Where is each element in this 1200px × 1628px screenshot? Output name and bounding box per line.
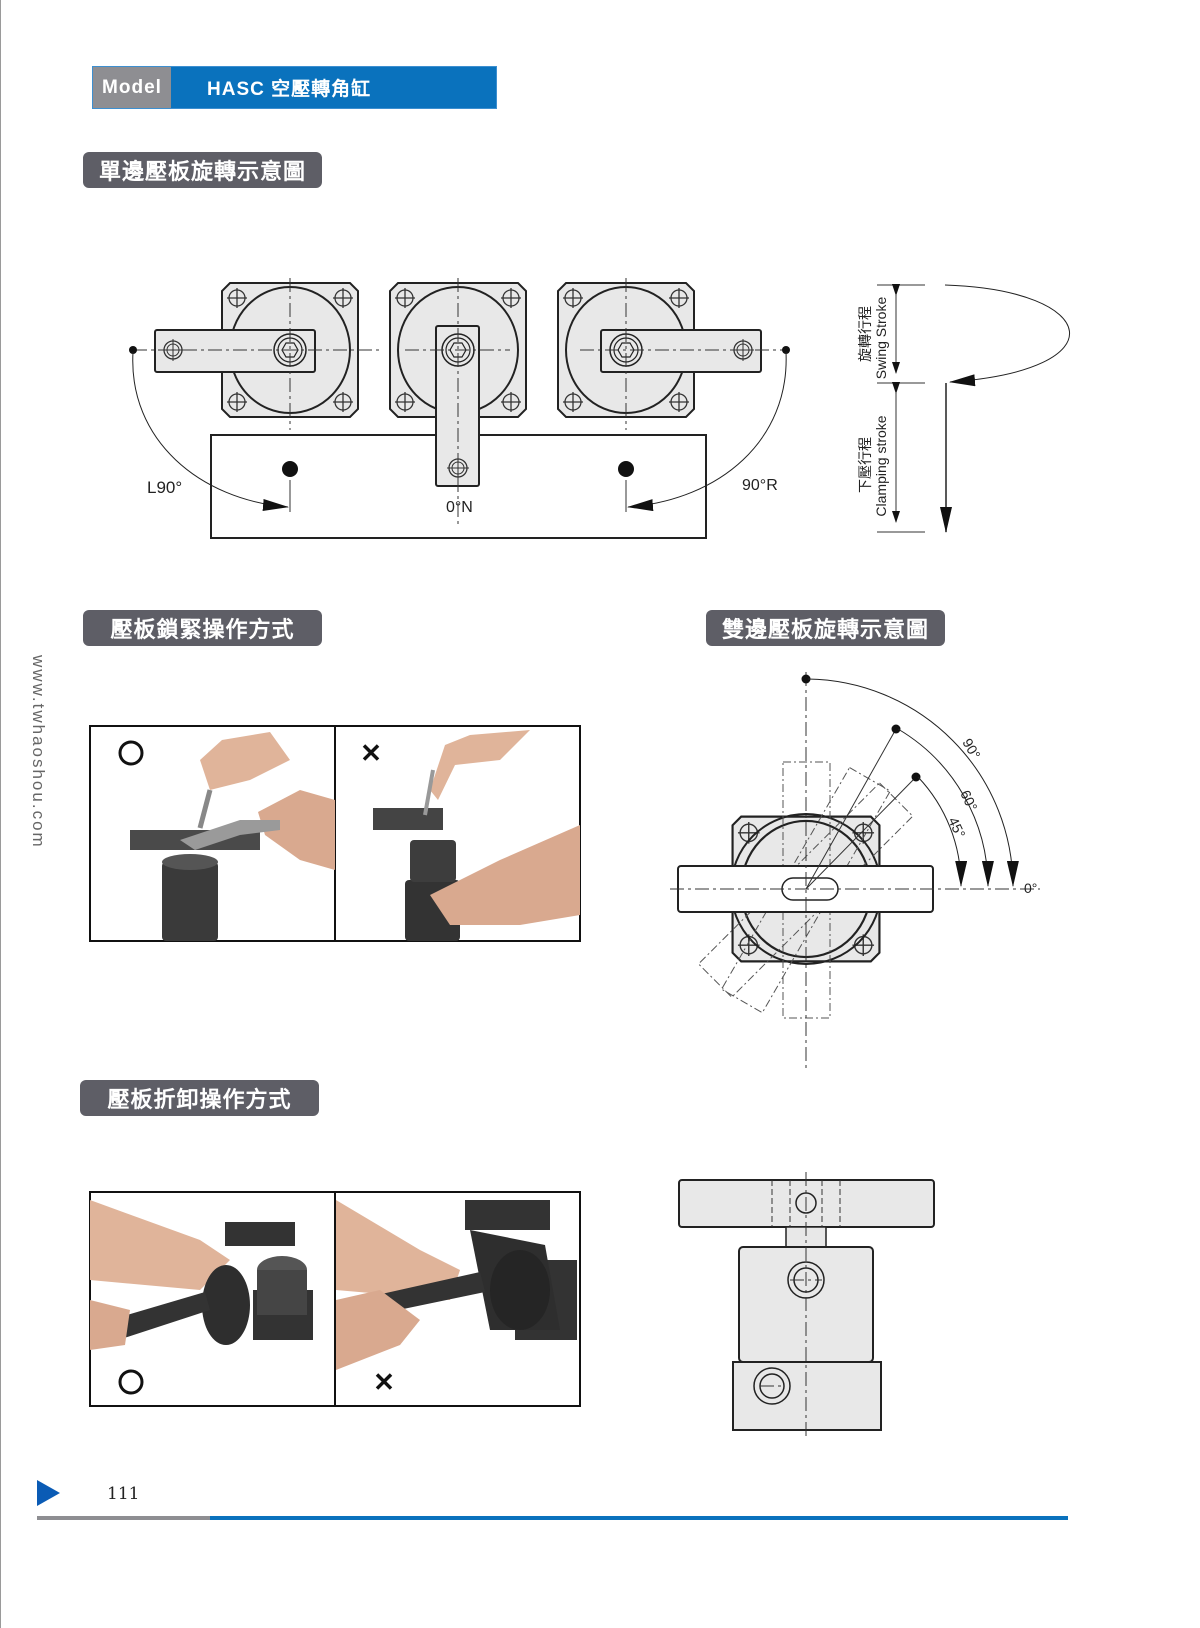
- side-view-diagram: [678, 1172, 935, 1436]
- section-label-single-rotation: 單邊壓板旋轉示意圖: [83, 152, 322, 188]
- photo-correct-lock: [130, 732, 335, 941]
- angle-0-label: 0°: [1024, 880, 1037, 896]
- removal-operation-photos: ○ ✕: [89, 1191, 581, 1407]
- model-title: HASC 空壓轉角缸: [207, 79, 372, 100]
- label-right-90: 90°R: [742, 477, 778, 494]
- removal-wrong-mark: ✕: [373, 1367, 395, 1397]
- double-rotation-diagram: 90° 60° 45° 0°: [670, 672, 1040, 1070]
- page-border: [0, 0, 1, 1628]
- clamping-stroke-en: Clamping stroke: [873, 415, 889, 516]
- section-label-double-rotation: 雙邊壓板旋轉示意圖: [706, 610, 945, 646]
- footer-rule-blue: [210, 1516, 1068, 1520]
- photo-wrong-removal: [336, 1200, 577, 1370]
- footer-rule-gray: [37, 1516, 210, 1520]
- page-number: 111: [107, 1484, 140, 1504]
- angle-45-label: 45°: [945, 815, 968, 841]
- photo-wrong-lock: [373, 730, 580, 941]
- clamping-stroke-cn: 下壓行程: [857, 437, 873, 493]
- stroke-diagram: 旋轉行程 Swing Stroke 下壓行程 Clamping stroke: [857, 284, 1071, 533]
- swing-stroke-cn: 旋轉行程: [857, 306, 873, 362]
- lock-wrong-mark: ✕: [360, 738, 382, 768]
- footer-triangle-icon: [37, 1480, 60, 1506]
- single-rotation-diagram: L90° 0°N 90°R: [129, 278, 790, 539]
- photo-correct-removal: [90, 1200, 313, 1350]
- model-header: Model HASC 空壓轉角缸: [92, 66, 497, 109]
- side-url: www.twhaoshou.com: [29, 655, 48, 849]
- angle-90-label: 90°: [959, 736, 983, 762]
- swing-stroke-en: Swing Stroke: [873, 297, 889, 380]
- lock-operation-photos: ○ ✕: [89, 725, 581, 942]
- label-center-0: 0°N: [446, 499, 473, 516]
- section-label-removal-operation: 壓板折卸操作方式: [80, 1080, 319, 1116]
- section-label-lock-operation: 壓板鎖緊操作方式: [83, 610, 322, 646]
- label-left-90: L90°: [147, 478, 182, 497]
- model-label: Model: [93, 67, 171, 108]
